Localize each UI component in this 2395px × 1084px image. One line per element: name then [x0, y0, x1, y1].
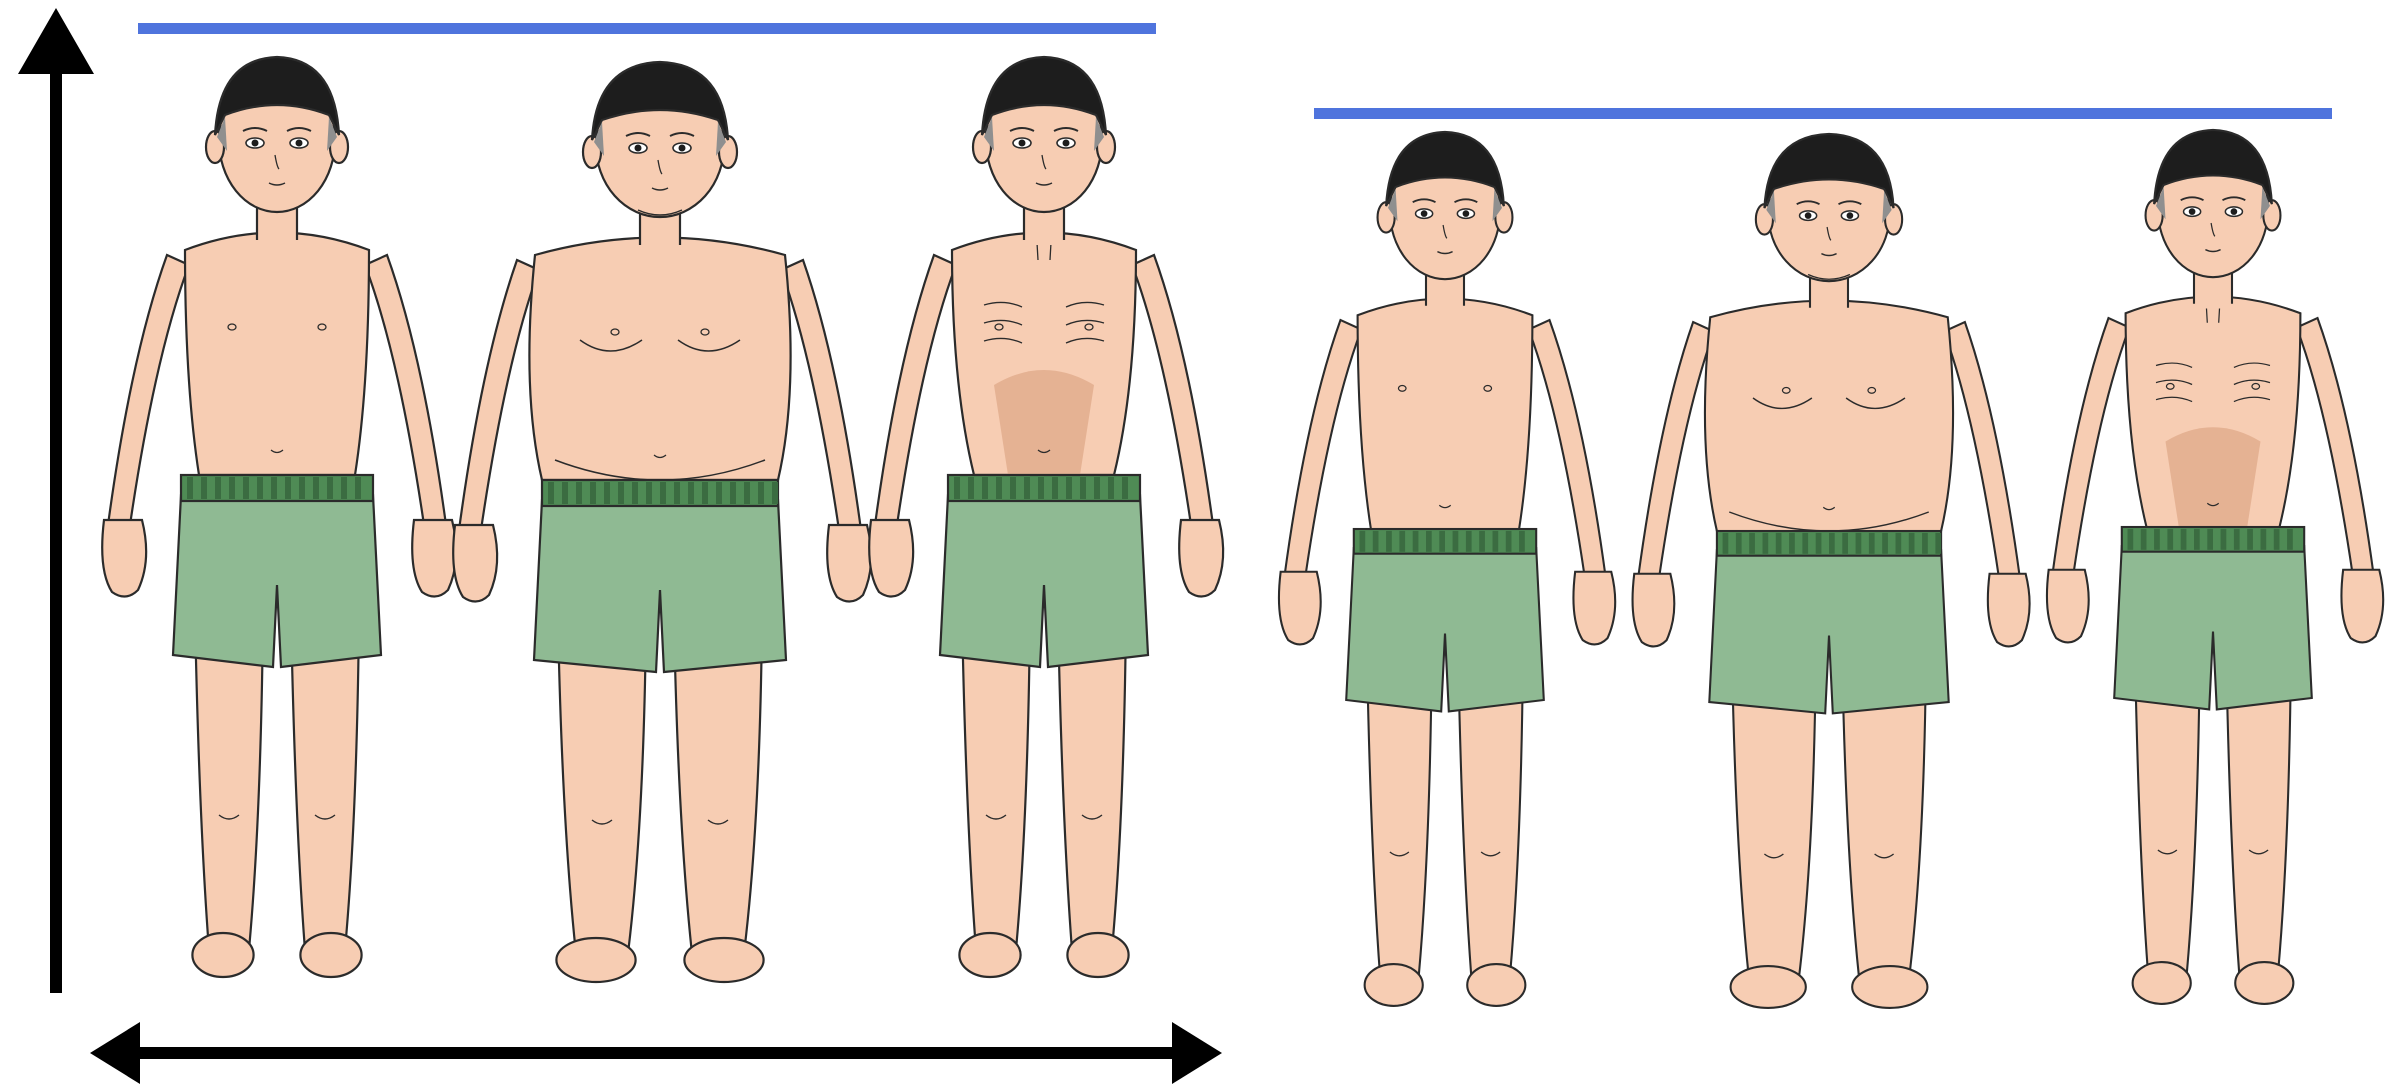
tall-group-height-line [138, 23, 1156, 34]
short-group-height-line [1314, 108, 2332, 119]
